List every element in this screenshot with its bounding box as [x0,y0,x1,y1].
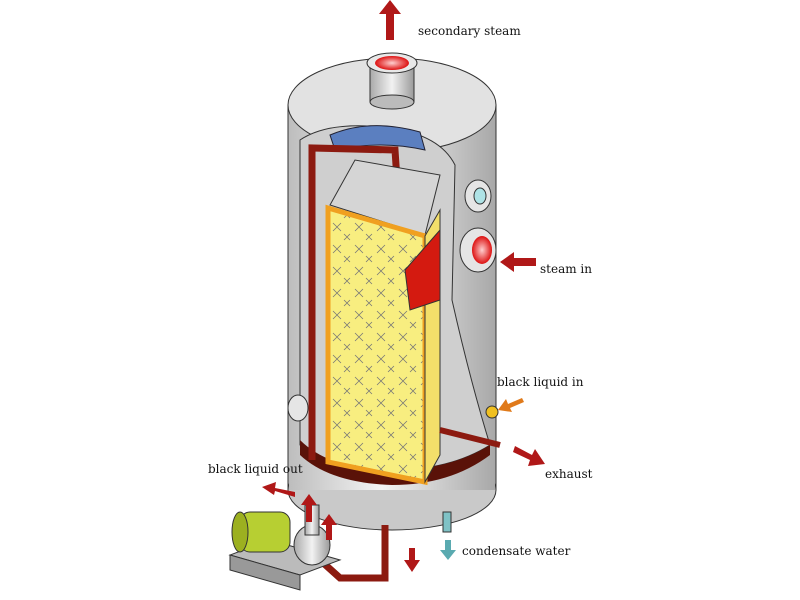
black-liquid-outlet-pipe [317,525,389,582]
steam-baffle [404,228,441,311]
black-liquid-in-port [485,405,499,419]
label-steam-in: steam in [540,262,592,276]
heat-exchange-plate-pack [325,204,428,486]
label-condensate-water: condensate water [462,544,571,558]
circulation-pump [228,504,342,591]
secondary-steam-nozzle [366,52,418,110]
steam-in-arrow [500,252,536,272]
condensate-water-arrow [440,540,456,560]
up-arrow-right [321,514,337,540]
steam-inlet-nozzle [459,227,497,273]
exhaust-arrow [513,446,545,466]
manhole [287,394,309,422]
down-arrow [404,548,420,572]
black-liquid-out-arrow [262,482,295,497]
black-liquid-in-arrow [498,398,524,412]
sight-glass [464,179,492,213]
label-exhaust: exhaust [545,467,593,481]
label-secondary-steam: secondary steam [418,24,521,38]
secondary-steam-arrow [379,0,401,40]
label-black-liquid-in: black liquid in [497,375,584,389]
label-black-liquid-out: black liquid out [208,462,303,476]
up-arrow-left [301,494,317,522]
